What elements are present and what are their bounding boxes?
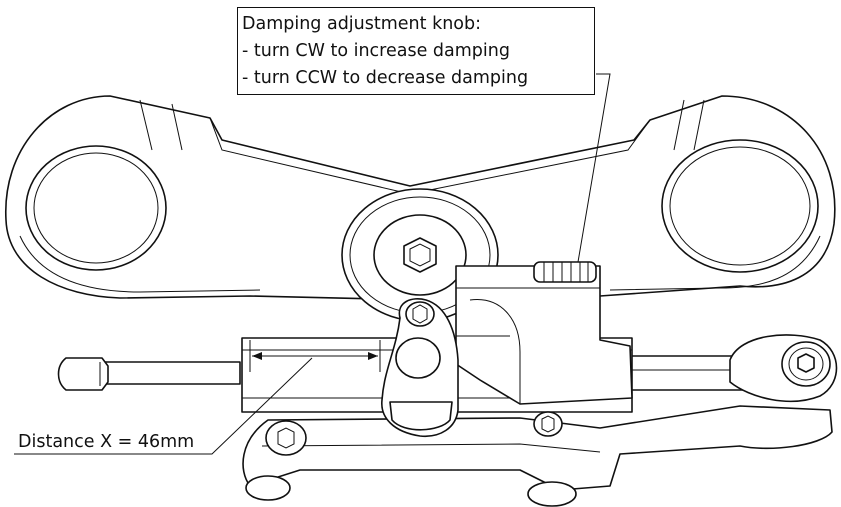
distance-x-dimension [249,340,381,372]
damper-clamp-housing [455,265,633,405]
damping-knob-callout: Damping adjustment knob: - turn CW to in… [237,7,595,95]
lever-arm [381,298,459,437]
distance-x-label: Distance X = 46mm [18,432,195,452]
rod-end [729,334,838,403]
bottom-bracket [242,405,833,507]
right-fork-bore [661,139,819,273]
callout-title: Damping adjustment knob: [242,14,482,34]
callout-cw-instruction: - turn CW to increase damping [242,41,510,61]
leader-lines [14,73,611,455]
left-fork-bore [25,145,167,271]
callout-ccw-instruction: - turn CCW to decrease damping [242,68,529,88]
damping-adjustment-knob[interactable] [533,261,597,283]
